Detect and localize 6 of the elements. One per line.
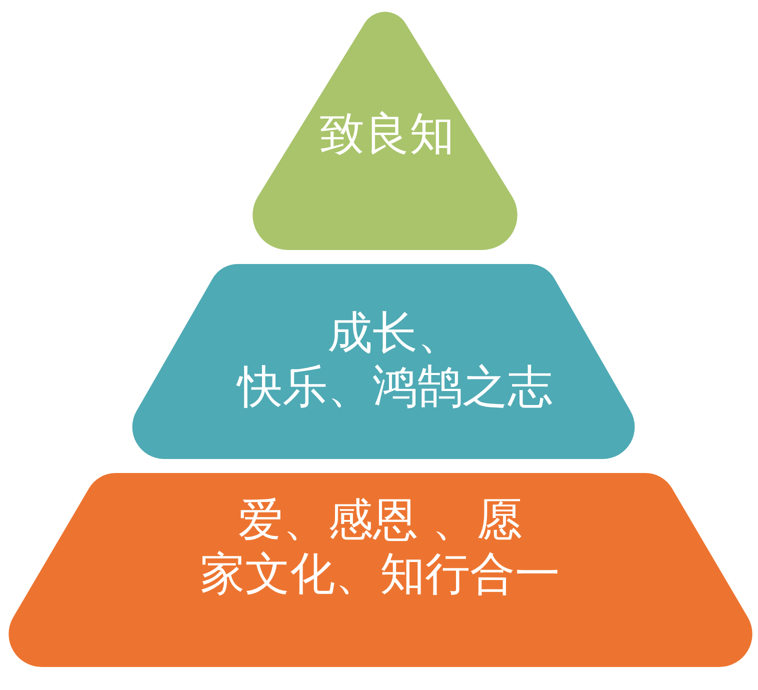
tier-label: 致良知 <box>320 107 454 161</box>
trapezoid-tier <box>9 473 750 667</box>
trapezoid-tier <box>132 264 633 459</box>
triangle-tier <box>252 12 518 250</box>
tier-label: 成长、快乐、鸿鹄之志 <box>238 306 552 414</box>
tier-label: 爱、感恩 、愿家文化、知行合一 <box>200 493 560 601</box>
